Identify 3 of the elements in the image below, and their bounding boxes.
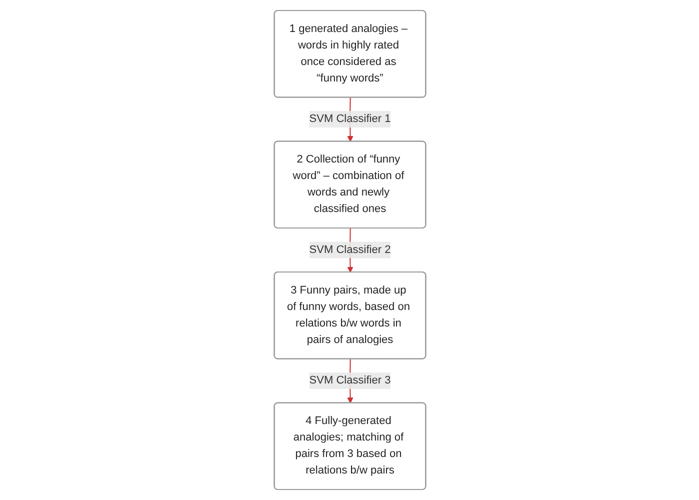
edge-label: SVM Classifier 2 <box>308 244 390 256</box>
edge-label: SVM Classifier 3 <box>308 374 390 386</box>
edge-label: SVM Classifier 1 <box>308 113 390 125</box>
